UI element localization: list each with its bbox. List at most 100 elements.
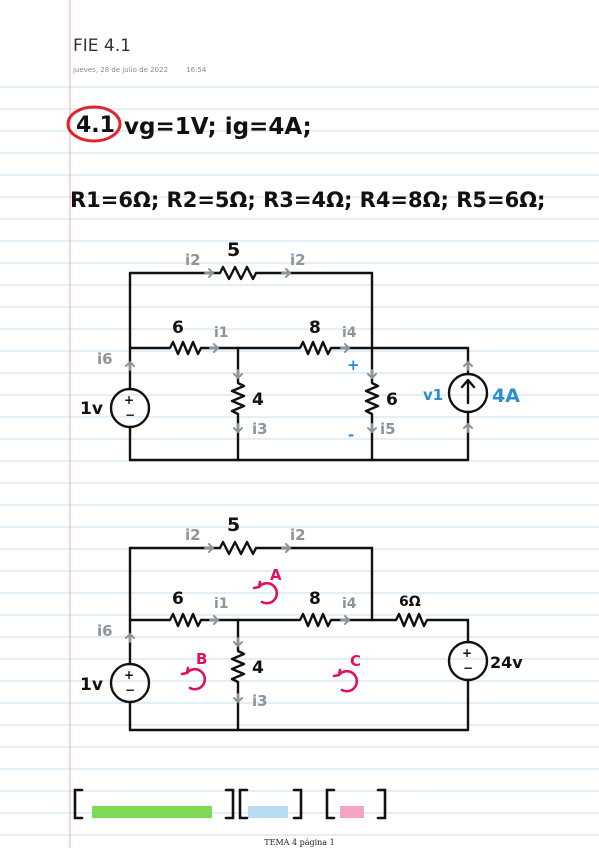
c1-label-i6: i6 (97, 350, 113, 368)
problem-number: 4.1 (76, 113, 115, 138)
circuit-1 (109, 265, 489, 462)
matrix-bracket-3-right (376, 788, 387, 820)
c2-label-mesh-b: B (196, 650, 207, 668)
page-footer: TEMA 4 página 1 (264, 838, 335, 847)
c2-mesh-loop-b (180, 666, 207, 691)
c1-label-source-v: 1v (80, 399, 103, 419)
c1-arrow-i3-bottom (233, 423, 243, 434)
c1-voltage-source (109, 387, 151, 429)
c1-source-minus: − (125, 408, 135, 422)
c1-resistor-top (128, 265, 374, 281)
c2-mesh-loop-c (332, 668, 359, 693)
page-time: 16:54 (186, 66, 207, 74)
problem-givens: vg=1V; ig=4A; (124, 114, 312, 140)
c2-label-r-vert-mid: 4 (252, 658, 264, 678)
c1-arrow-i2-left (204, 268, 215, 278)
c2-label-mesh-a: A (270, 566, 282, 584)
problem-resistors: R1=6Ω; R2=5Ω; R3=4Ω; R4=8Ω; R5=6Ω; (70, 188, 545, 212)
c2-label-i2-left: i2 (185, 526, 201, 544)
c1-current-source (447, 372, 489, 414)
matrix-bracket-1-left (73, 788, 84, 820)
c1-source-plus: + (124, 393, 134, 407)
c1-label-v1: v1 (423, 386, 443, 404)
c1-current-arrows (125, 268, 473, 434)
c2-right-source-minus: − (463, 661, 473, 675)
page-date: jueves, 28 de julio de 2022 (73, 66, 168, 74)
page-meta: jueves, 28 de julio de 2022 16:54 (73, 66, 222, 74)
c1-label-i2-left: i2 (185, 251, 201, 269)
problem-number-circle (66, 105, 122, 143)
matrix-bracket-3-left (325, 788, 336, 820)
c2-mesh-loops (180, 580, 359, 693)
c2-label-i2-right: i2 (290, 526, 306, 544)
c1-arrow-source-bottom (463, 422, 473, 433)
c2-voltage-source-left (109, 662, 151, 704)
c1-label-i4: i4 (342, 325, 357, 341)
c1-resistor-mid-right (236, 340, 470, 356)
c2-label-i4: i4 (342, 596, 357, 612)
c1-arrow-i4 (340, 343, 351, 353)
c2-right-source-plus: + (462, 646, 472, 660)
c2-voltage-source-right (447, 640, 489, 682)
c2-arrow-i2-right (281, 543, 292, 553)
c1-arrow-i6 (125, 360, 135, 371)
c1-resistor-vert-mid (230, 346, 246, 462)
c1-label-i5: i5 (380, 420, 396, 438)
matrix-highlight-pink (340, 806, 364, 818)
c2-label-source-right: 24v (490, 653, 523, 672)
c2-resistor-right (394, 612, 470, 628)
c2-label-r-mid-left: 6 (172, 589, 184, 609)
c1-label-i3: i3 (252, 420, 268, 438)
c1-arrow-i5-bottom (367, 423, 377, 434)
c1-label-r-top: 5 (227, 239, 240, 261)
c1-label-source-i: 4A (492, 385, 520, 407)
matrix-bracket-2-right (292, 788, 303, 820)
c1-resistor-mid-left (128, 340, 240, 356)
c2-label-mesh-c: C (350, 652, 361, 670)
c2-label-r-mid-right: 8 (309, 589, 321, 609)
c1-resistor-vert-right (364, 346, 380, 462)
c1-arrow-source-top (463, 360, 473, 371)
c1-label-r-vert-mid: 4 (252, 390, 264, 410)
c2-arrow-i1 (209, 615, 220, 625)
c2-arrow-i6 (125, 632, 135, 643)
c1-label-r-mid-right: 8 (309, 318, 321, 338)
c1-label-r-mid-left: 6 (172, 318, 184, 338)
c2-label-i6: i6 (97, 622, 113, 640)
c2-current-arrows (125, 543, 351, 704)
c1-label-i1: i1 (214, 325, 229, 341)
c2-resistor-mid-left (128, 612, 240, 628)
c2-label-r-top: 5 (227, 514, 240, 536)
c1-arrow-i3-top (233, 369, 243, 380)
c2-left-source-minus: − (125, 683, 135, 697)
matrix-highlight-green (92, 806, 212, 818)
c2-resistor-top (128, 540, 374, 556)
c1-node-plus: + (347, 356, 360, 374)
c2-resistor-vert-mid (230, 618, 246, 732)
c1-label-i2-right: i2 (290, 251, 306, 269)
c1-arrow-i5-top (367, 369, 377, 380)
c1-arrow-i1 (209, 343, 220, 353)
matrix-bracket-2-left (238, 788, 249, 820)
c1-node-minus: - (348, 426, 354, 444)
matrix-highlight-blue (248, 806, 288, 818)
c2-label-i3: i3 (252, 692, 268, 710)
c2-arrow-i4 (340, 615, 351, 625)
c2-label-r-right: 6Ω (399, 594, 421, 610)
page-title: FIE 4.1 (73, 36, 131, 56)
c2-resistor-mid-right (236, 612, 398, 628)
c2-mesh-loop-a (252, 580, 279, 605)
matrix-fragment (73, 788, 387, 820)
c2-label-source-left: 1v (80, 675, 103, 695)
c2-arrow-i2-left (204, 543, 215, 553)
c2-arrow-i3-bottom (233, 693, 243, 704)
c2-label-i1: i1 (214, 596, 229, 612)
c2-left-source-plus: + (124, 668, 134, 682)
c1-current-source-arrowhead (460, 378, 476, 389)
c1-label-r-vert-right: 6 (386, 390, 398, 410)
c1-arrow-i2-right (281, 268, 292, 278)
matrix-bracket-1-right (224, 788, 235, 820)
circuit-2 (109, 540, 489, 732)
